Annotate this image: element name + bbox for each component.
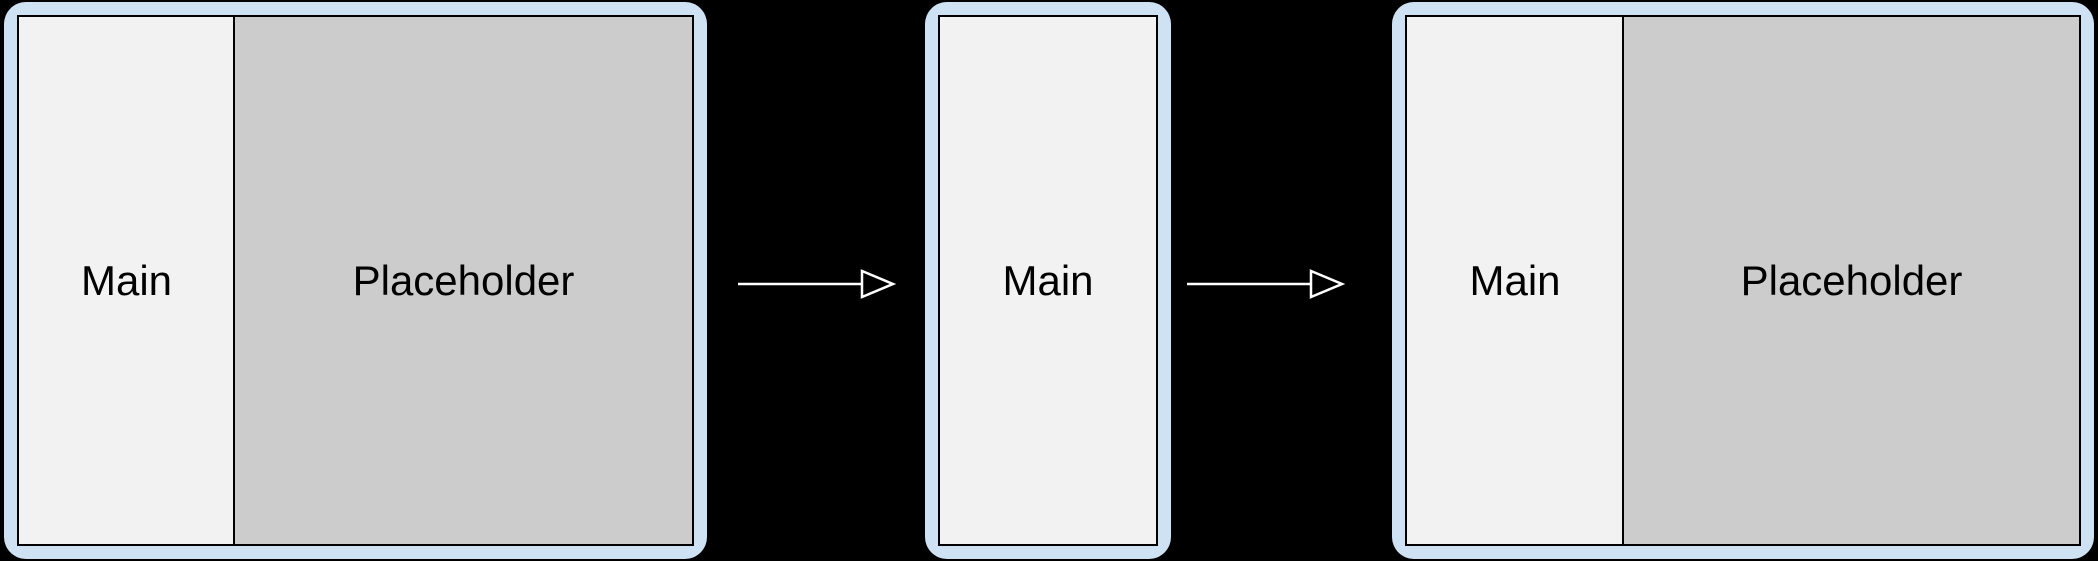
arrow-right-glyph: [1187, 269, 1345, 299]
layout-card-narrow[interactable]: Main: [925, 2, 1171, 559]
panel-main[interactable]: Main: [1407, 17, 1623, 544]
panel-placeholder[interactable]: Placeholder: [1622, 17, 2079, 544]
arrow-right-glyph: [738, 269, 896, 299]
panel-main[interactable]: Main: [19, 17, 234, 544]
panel-placeholder[interactable]: Placeholder: [233, 17, 692, 544]
card-inner-frame: Main Placeholder: [17, 15, 694, 546]
panel-main[interactable]: Main: [940, 17, 1156, 544]
layout-card-wide-after[interactable]: Main Placeholder: [1392, 2, 2094, 559]
layout-card-wide-before[interactable]: Main Placeholder: [4, 2, 707, 559]
card-inner-frame: Main Placeholder: [1405, 15, 2081, 546]
card-inner-frame: Main: [938, 15, 1158, 546]
arrow-right-icon: [1185, 263, 1345, 305]
arrow-right-icon: [736, 263, 896, 305]
